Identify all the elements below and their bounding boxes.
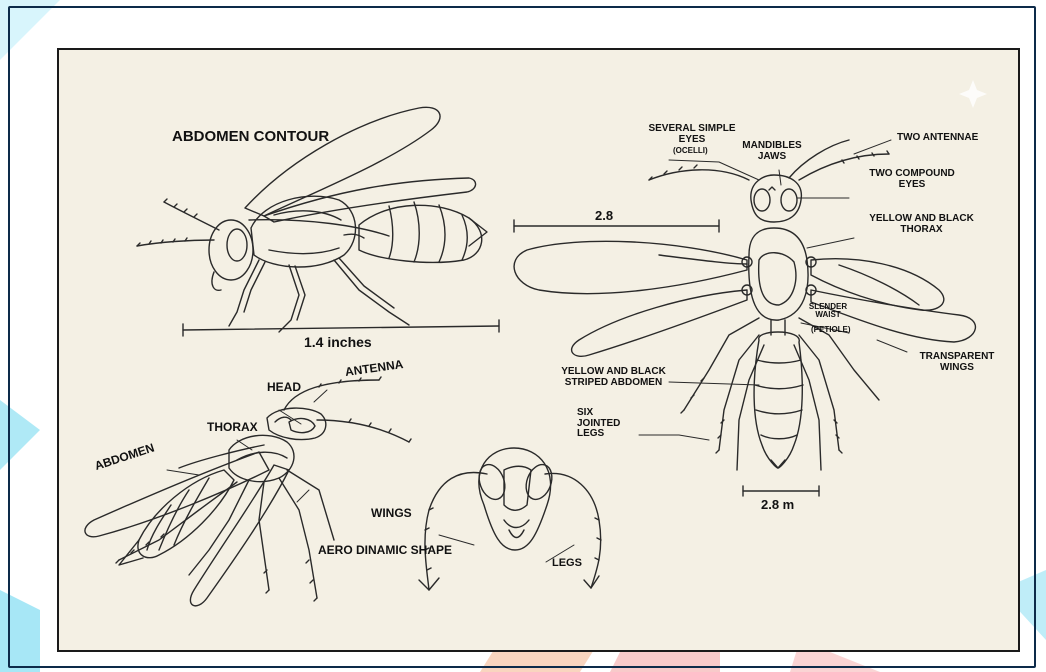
label-size-top: 2.8 xyxy=(595,209,613,223)
label-ocelli: (OCELLI) xyxy=(673,147,708,155)
label-aero-shape: AERO DINAMIC SHAPE xyxy=(318,544,452,557)
diagram-sheet: ABDOMEN CONTOUR 1.4 inches HEAD ANTENNA … xyxy=(57,48,1020,652)
label-thorax: THORAX xyxy=(207,421,258,434)
label-size-side: 1.4 inches xyxy=(304,335,372,350)
label-legs: LEGS xyxy=(552,558,582,570)
label-two-compound-eyes: TWO COMPOUND EYES xyxy=(857,169,967,190)
label-yellow-black-thorax: YELLOW AND BLACK THORAX xyxy=(854,214,989,235)
label-abdomen-contour: ABDOMEN CONTOUR xyxy=(172,129,329,145)
top-view-wasp xyxy=(514,140,975,496)
label-head: HEAD xyxy=(267,381,301,394)
label-two-antennae: TWO ANTENNAE xyxy=(897,133,978,144)
flying-wasp xyxy=(85,377,411,606)
label-slender-waist: SLENDER WAIST xyxy=(803,303,853,320)
label-several-simple-eyes: SEVERAL SIMPLE EYES xyxy=(647,124,737,145)
label-six-jointed-legs: SIX JOINTED LEGS xyxy=(577,408,637,440)
label-transparent-wings: TRANSPARENT WINGS xyxy=(907,352,1007,373)
sparkle-icon xyxy=(959,80,987,108)
label-striped-abdomen: YELLOW AND BLACK STRIPED ABDOMEN xyxy=(556,367,671,388)
label-petiole: (PETIOLE) xyxy=(811,326,851,334)
label-size-bottom: 2.8 m xyxy=(761,498,794,512)
label-wings: WINGS xyxy=(371,507,412,520)
label-mandibles-jaws: MANDIBLES JAWS xyxy=(737,141,807,162)
